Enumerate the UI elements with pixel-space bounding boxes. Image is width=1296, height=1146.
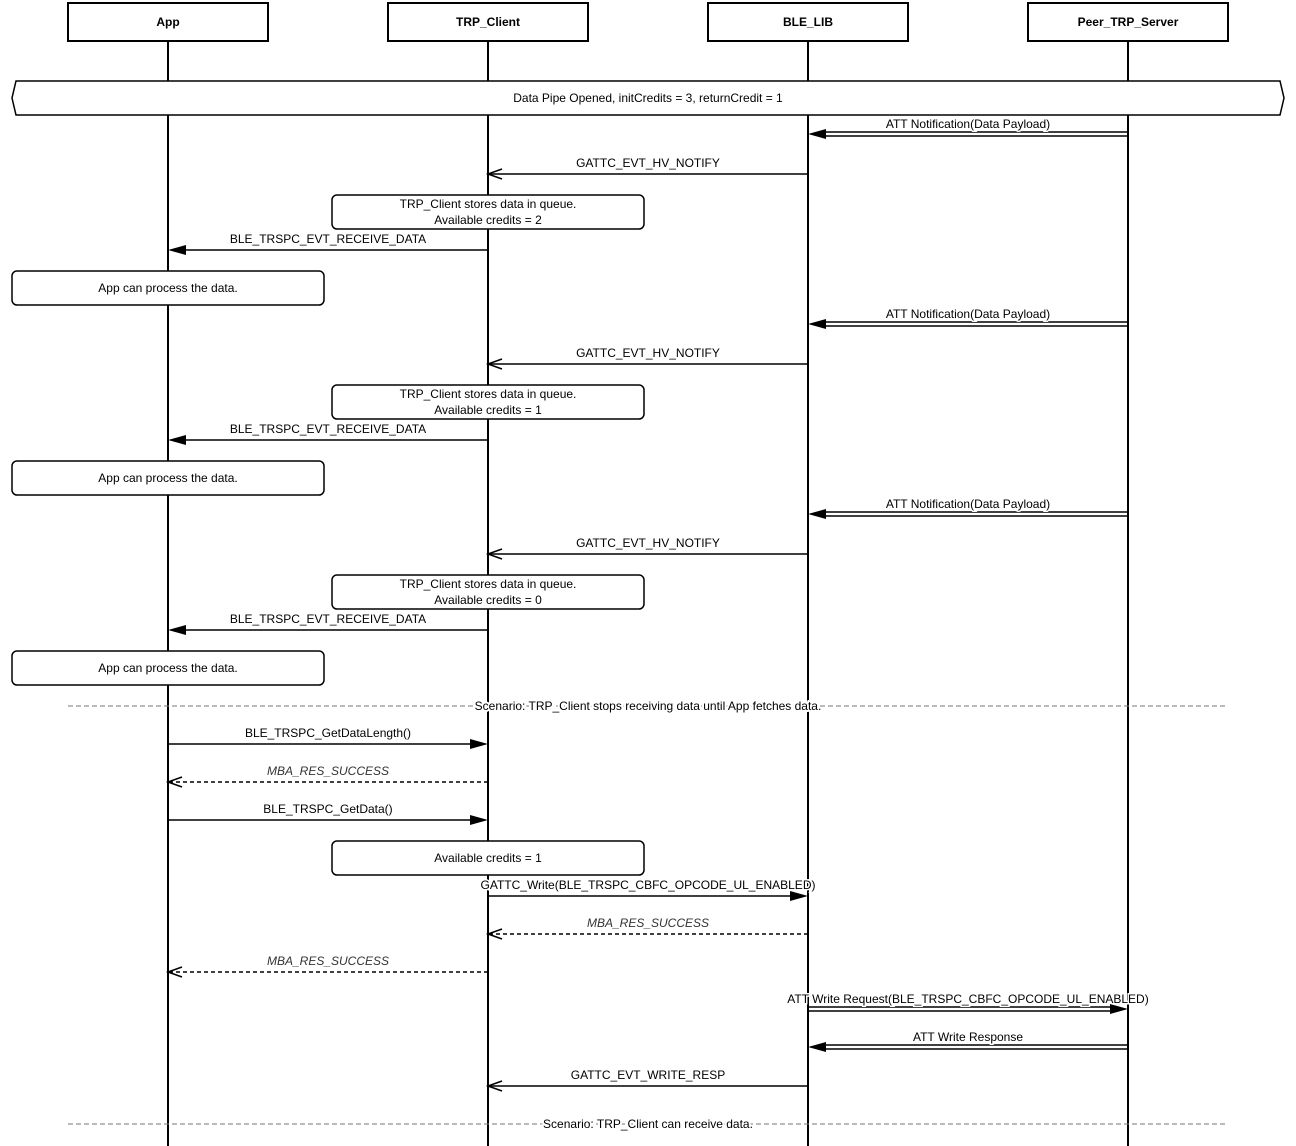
state-bar (11, 80, 1285, 116)
message: ATT Write Request(BLE_TRSPC_CBFC_OPCODE_… (786, 991, 1150, 1014)
arrowhead (1110, 1004, 1128, 1014)
message: MBA_RES_SUCCESS (165, 764, 488, 788)
arrowhead (808, 509, 826, 519)
message: ATT Write Response (808, 1029, 1128, 1052)
message: GATTC_Write(BLE_TRSPC_CBFC_OPCODE_UL_ENA… (479, 877, 817, 901)
arrowhead (470, 739, 488, 749)
message-label: GATTC_EVT_HV_NOTIFY (576, 536, 720, 550)
message-label: ATT Notification(Data Payload) (886, 117, 1050, 131)
arrowhead (165, 966, 183, 978)
note-text: Available credits = 1 (434, 403, 542, 417)
arrowhead (168, 625, 186, 635)
message: GATTC_EVT_HV_NOTIFY (485, 536, 808, 560)
message: GATTC_EVT_WRITE_RESP (485, 1068, 808, 1092)
bar: Data Pipe Opened, initCredits = 3, retur… (11, 80, 1285, 116)
arrowhead (808, 1042, 826, 1052)
arrowhead (485, 548, 503, 560)
message: ATT Notification(Data Payload) (808, 116, 1128, 139)
message: GATTC_EVT_HV_NOTIFY (485, 346, 808, 370)
scenario-label: Scenario: TRP_Client can receive data. (543, 1117, 753, 1131)
message-label: BLE_TRSPC_EVT_RECEIVE_DATA (230, 232, 426, 246)
message-label: MBA_RES_SUCCESS (587, 916, 709, 930)
state-bar-label: Data Pipe Opened, initCredits = 3, retur… (513, 91, 783, 105)
note-text: App can process the data. (98, 471, 237, 485)
message-label: GATTC_EVT_HV_NOTIFY (576, 156, 720, 170)
note-box (331, 384, 645, 420)
note: TRP_Client stores data in queue. Availabl… (331, 194, 645, 230)
scenario-label: Scenario: TRP_Client stops receiving dat… (475, 699, 822, 713)
note-text: Available credits = 2 (434, 213, 542, 227)
participant-box[interactable] (707, 2, 909, 42)
message-label: GATTC_Write(BLE_TRSPC_CBFC_OPCODE_UL_ENA… (481, 878, 816, 892)
note: App can process the data. (11, 460, 325, 496)
note-text: Available credits = 1 (434, 851, 542, 865)
message: MBA_RES_SUCCESS (485, 916, 808, 940)
message-label: ATT Notification(Data Payload) (886, 497, 1050, 511)
message: BLE_TRSPC_EVT_RECEIVE_DATA (168, 422, 488, 445)
arrowhead (485, 1080, 503, 1092)
note-text: TRP_Client stores data in queue. (400, 387, 577, 401)
note: Available credits = 1 (331, 840, 645, 876)
participant-label: BLE_LIB (783, 15, 833, 29)
arrowhead (808, 129, 826, 139)
note: App can process the data. (11, 650, 325, 686)
note-text: App can process the data. (98, 281, 237, 295)
message-label: BLE_TRSPC_EVT_RECEIVE_DATA (230, 612, 426, 626)
divider: Scenario: TRP_Client stops receiving dat… (68, 697, 1228, 715)
divider: Scenario: TRP_Client can receive data. (68, 1115, 1228, 1133)
message: GATTC_EVT_HV_NOTIFY (485, 156, 808, 180)
arrowhead (165, 776, 183, 788)
arrowhead (168, 245, 186, 255)
participant-box[interactable] (67, 2, 269, 42)
note-box (331, 574, 645, 610)
participant-label: TRP_Client (456, 15, 520, 29)
message-label: BLE_TRSPC_EVT_RECEIVE_DATA (230, 422, 426, 436)
message-label: MBA_RES_SUCCESS (267, 954, 389, 968)
arrowhead (790, 891, 808, 901)
note-box (11, 650, 325, 686)
note-box (331, 840, 645, 876)
note-text: Available credits = 0 (434, 593, 542, 607)
participant-box[interactable] (1027, 2, 1229, 42)
arrowhead (808, 319, 826, 329)
arrowhead (168, 435, 186, 445)
message-label: ATT Write Response (913, 1030, 1023, 1044)
note: App can process the data. (11, 270, 325, 306)
note-box (11, 270, 325, 306)
note-box (11, 460, 325, 496)
message-label: GATTC_EVT_HV_NOTIFY (576, 346, 720, 360)
message-label: BLE_TRSPC_GetDataLength() (245, 726, 411, 740)
participant-label: Peer_TRP_Server (1078, 15, 1179, 29)
note-text: TRP_Client stores data in queue. (400, 197, 577, 211)
message: ATT Notification(Data Payload) (808, 306, 1128, 329)
arrowhead (485, 928, 503, 940)
message-label: ATT Notification(Data Payload) (886, 307, 1050, 321)
note-text: TRP_Client stores data in queue. (400, 577, 577, 591)
message-label: GATTC_EVT_WRITE_RESP (571, 1068, 725, 1082)
message: BLE_TRSPC_GetData() (168, 802, 488, 825)
message: BLE_TRSPC_EVT_RECEIVE_DATA (168, 232, 488, 255)
participant-label: App (156, 15, 179, 29)
message: BLE_TRSPC_GetDataLength() (168, 726, 488, 749)
message-label: ATT Write Request(BLE_TRSPC_CBFC_OPCODE_… (787, 992, 1148, 1006)
note-text: App can process the data. (98, 661, 237, 675)
message: MBA_RES_SUCCESS (165, 954, 488, 978)
participant-box[interactable] (387, 2, 589, 42)
note: TRP_Client stores data in queue. Availabl… (331, 574, 645, 610)
arrowhead (485, 358, 503, 370)
note-box (331, 194, 645, 230)
note: TRP_Client stores data in queue. Availabl… (331, 384, 645, 420)
message-label: BLE_TRSPC_GetData() (263, 802, 392, 816)
message: ATT Notification(Data Payload) (808, 496, 1128, 519)
arrowhead (485, 168, 503, 180)
arrowhead (470, 815, 488, 825)
message: BLE_TRSPC_EVT_RECEIVE_DATA (168, 612, 488, 635)
message-label: MBA_RES_SUCCESS (267, 764, 389, 778)
